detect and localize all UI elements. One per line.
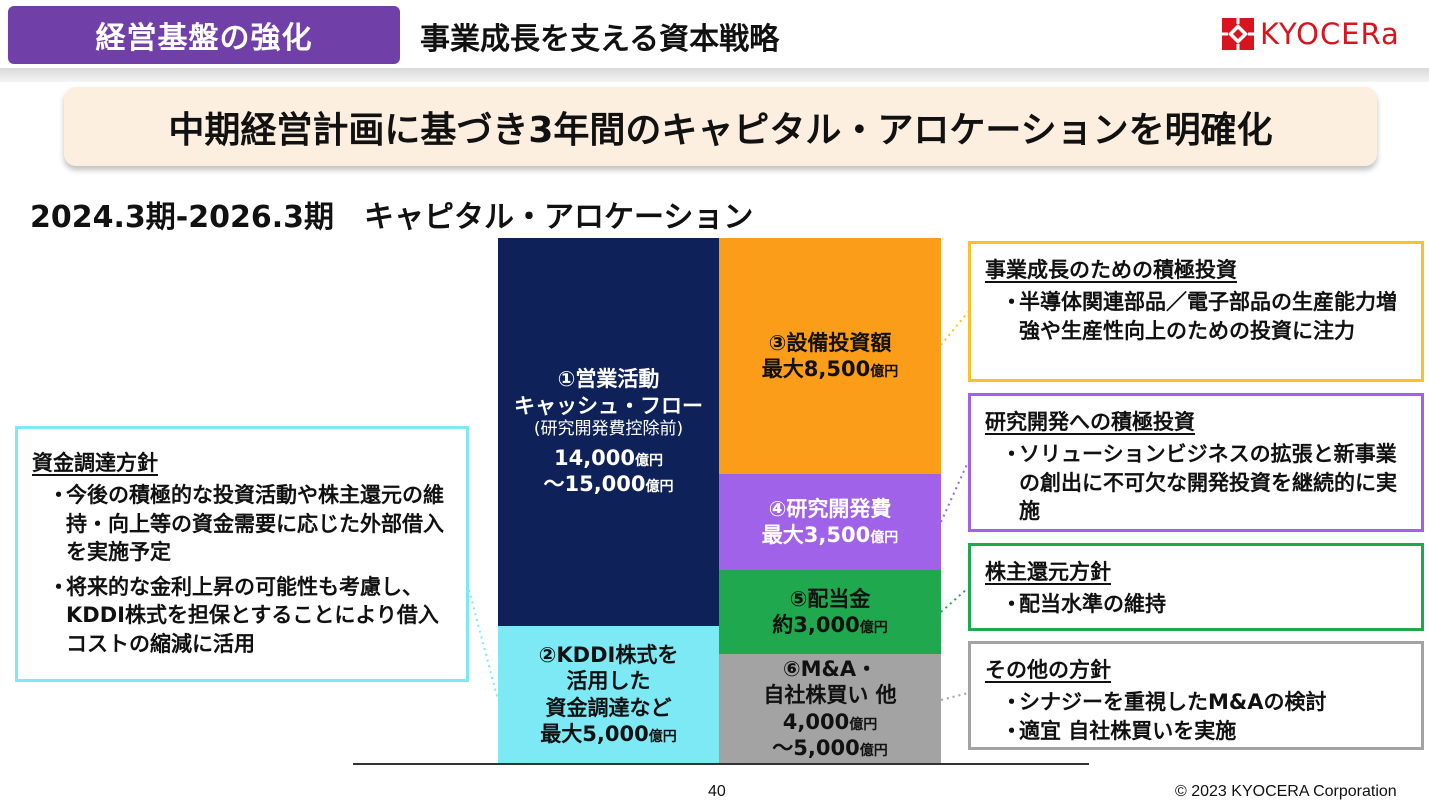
section-tag: 経営基盤の強化: [8, 6, 400, 64]
rd-title: ④研究開発費: [768, 496, 892, 521]
other-policy-title: その他の方針: [985, 658, 1111, 682]
section-title: 2024.3期-2026.3期 キャピタル・アロケーション: [30, 200, 754, 235]
kyocera-logo-icon: [1222, 18, 1254, 50]
ma-buyback-block: ⑥M&A・ 自社株買い 他 4,000億円 ～5,000億円: [719, 654, 941, 763]
other-policy-box: その他の方針 シナジーを重視したM&Aの検討 適宜 自社株買いを実施: [968, 641, 1424, 750]
dividend-title: ⑤配当金: [789, 586, 871, 611]
ma-amount-low: 4,000億円: [782, 709, 878, 734]
shareholder-return-title: 株主還元方針: [985, 560, 1111, 584]
opcf-note: (研究開発費控除前): [533, 419, 684, 440]
page-title: 事業成長を支える資本戦略: [420, 22, 780, 57]
opcf-amount-low: 14,000億円: [553, 445, 664, 470]
opcf-amount-high: ～15,000億円: [543, 472, 674, 497]
shareholder-return-box: 株主還元方針 配当水準の維持: [968, 543, 1424, 631]
growth-investment-item: 半導体関連部品／電子部品の生産能力増強や生産性向上のための投資に注力: [985, 288, 1407, 345]
rd-block: ④研究開発費 最大3,500億円: [719, 474, 941, 570]
shareholder-return-item: 配当水準の維持: [985, 590, 1407, 619]
funding-policy-item: 将来的な金利上昇の可能性も考慮し、KDDI株式を担保とすることにより借入コストの…: [32, 573, 452, 659]
funding-policy-title: 資金調達方針: [32, 451, 158, 475]
logo-text: KYOCERa: [1260, 16, 1400, 51]
rd-amount: 最大3,500億円: [761, 523, 899, 547]
ma-amount-high: ～5,000億円: [772, 735, 888, 760]
capex-amount: 最大8,500億円: [761, 357, 899, 381]
funding-policy-box: 資金調達方針 今後の積極的な投資活動や株主還元の維持・向上等の資金需要に応じた外…: [15, 426, 469, 682]
company-logo: KYOCERa: [1222, 18, 1400, 50]
kddi-line2: 活用した: [566, 669, 651, 694]
chart-baseline: [353, 763, 1089, 765]
opcf-title2: キャッシュ・フロー: [514, 393, 703, 418]
page-number: 40: [708, 783, 726, 800]
operating-cash-flow-block: ①営業活動 キャッシュ・フロー (研究開発費控除前) 14,000億円 ～15,…: [498, 238, 719, 626]
other-policy-item: 適宜 自社株買いを実施: [985, 717, 1407, 746]
headline-banner: 中期経営計画に基づき3年間のキャピタル・アロケーションを明確化: [64, 87, 1377, 166]
ma-title2: 自社株買い 他: [763, 683, 897, 708]
rd-investment-title: 研究開発への積極投資: [985, 410, 1195, 434]
kddi-line1: ②KDDI株式を: [538, 642, 679, 667]
copyright: © 2023 KYOCERA Corporation: [1175, 783, 1397, 800]
capex-block: ③設備投資額 最大8,500億円: [719, 238, 941, 474]
kddi-funding-block: ②KDDI株式を 活用した 資金調達など 最大5,000億円: [498, 626, 719, 763]
opcf-title1: ①営業活動: [557, 367, 660, 392]
rd-investment-box: 研究開発への積極投資 ソリューションビジネスの拡張と新事業の創出に不可欠な開発投…: [968, 393, 1424, 532]
header-divider: [0, 68, 1429, 82]
kddi-amount: 最大5,000億円: [540, 721, 677, 746]
rd-investment-item: ソリューションビジネスの拡張と新事業の創出に不可欠な開発投資を継続的に実施: [985, 440, 1407, 526]
growth-investment-box: 事業成長のための積極投資 半導体関連部品／電子部品の生産能力増強や生産性向上のた…: [968, 241, 1424, 382]
dividend-amount: 約3,000億円: [772, 613, 888, 637]
dividend-block: ⑤配当金 約3,000億円: [719, 570, 941, 654]
kddi-line3: 資金調達など: [545, 695, 672, 720]
ma-title1: ⑥M&A・: [782, 656, 878, 681]
funding-policy-item: 今後の積極的な投資活動や株主還元の維持・向上等の資金需要に応じた外部借入を実施予…: [32, 481, 452, 567]
other-policy-item: シナジーを重視したM&Aの検討: [985, 688, 1407, 717]
growth-investment-title: 事業成長のための積極投資: [985, 258, 1237, 282]
capex-title: ③設備投資額: [768, 330, 892, 355]
